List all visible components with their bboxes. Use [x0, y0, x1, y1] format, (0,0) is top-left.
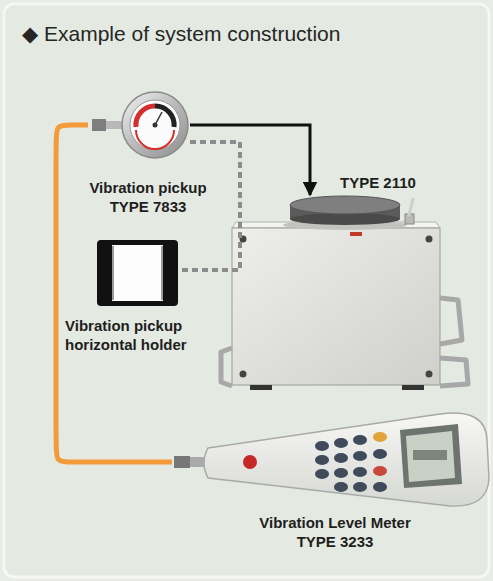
- holder-edge: [112, 246, 114, 300]
- pickup-hub: [153, 123, 158, 128]
- key: [353, 435, 367, 445]
- panel-background: [4, 4, 489, 577]
- device-label: Vibration Level Meter TYPE 3233: [245, 513, 425, 551]
- key: [353, 482, 367, 492]
- meter-screen-frame: [400, 424, 462, 488]
- key: [353, 467, 367, 477]
- connector: [190, 125, 310, 195]
- screw: [240, 371, 247, 378]
- meter-screen: [406, 431, 455, 482]
- foot: [250, 385, 272, 390]
- key: [373, 432, 387, 442]
- meter-connector-nut: [174, 456, 190, 468]
- device-node: Vibration Level Meter TYPE 3233: [172, 410, 490, 510]
- device-node: TYPE 2110: [228, 195, 445, 392]
- foot: [402, 385, 424, 390]
- platform-bottom: [290, 213, 400, 225]
- cable-nut: [92, 119, 106, 131]
- device-label: TYPE 2110: [340, 173, 450, 192]
- pickup-ring: [122, 92, 188, 158]
- key: [373, 466, 387, 476]
- key: [315, 455, 329, 465]
- holder-opening: [112, 245, 163, 301]
- device-node: Vibration pickup TYPE 7833: [88, 90, 190, 160]
- meter-logo: [243, 455, 257, 469]
- screw: [240, 236, 247, 243]
- pickup-face: [130, 100, 180, 150]
- meter-digits: [413, 450, 447, 460]
- holder-edge: [161, 246, 163, 300]
- key: [373, 449, 387, 459]
- key: [334, 468, 348, 478]
- screw: [426, 236, 433, 243]
- key: [334, 453, 348, 463]
- meter-keypad: [315, 432, 387, 492]
- key: [353, 451, 367, 461]
- key: [334, 482, 348, 492]
- platform-top: [290, 196, 400, 214]
- handle: [221, 348, 232, 386]
- pickup-lower-arc: [136, 130, 174, 149]
- connector: [56, 125, 172, 462]
- pickup-black-arc: [155, 106, 174, 127]
- device-label: Vibration pickup TYPE 7833: [78, 178, 218, 216]
- device-node: Vibration pickup horizontal holder: [97, 240, 178, 306]
- switch-lever: [409, 199, 413, 215]
- key: [334, 438, 348, 448]
- handle: [440, 298, 462, 344]
- pickup-red-arc: [136, 106, 155, 127]
- key: [373, 482, 387, 492]
- key: [315, 441, 329, 451]
- title: ◆ Example of system construction: [22, 22, 340, 46]
- device-label: Vibration pickup horizontal holder: [65, 316, 215, 354]
- handle: [440, 358, 468, 386]
- red-tag: [350, 232, 362, 236]
- holder-frame: [97, 240, 178, 306]
- connector: [178, 142, 240, 270]
- screw: [426, 371, 433, 378]
- key: [315, 469, 329, 479]
- meter-body: [204, 413, 489, 506]
- box-front-face: [232, 228, 440, 385]
